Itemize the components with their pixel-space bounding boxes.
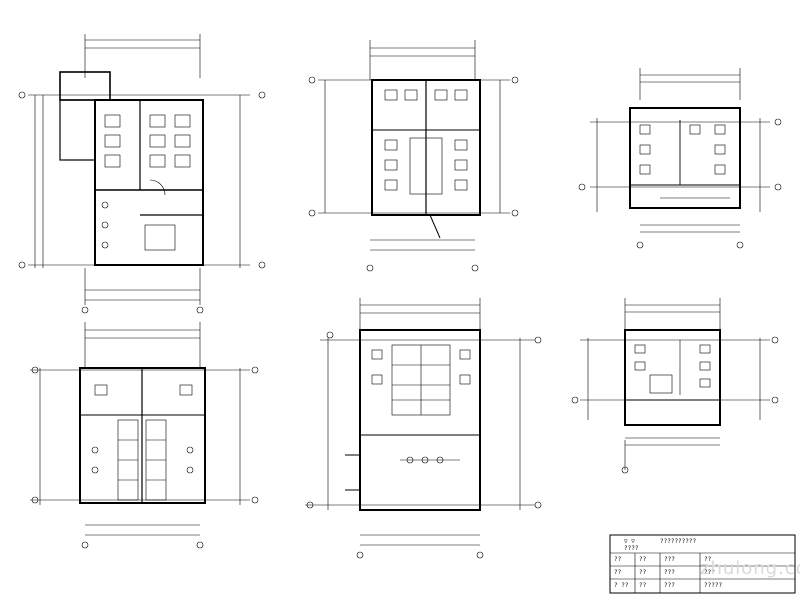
title-block-cell: ??? <box>664 569 675 576</box>
floor-plan-1 <box>18 34 266 314</box>
title-block-cell: ?? <box>639 582 647 589</box>
title-block-cell: ? ?? <box>614 582 629 589</box>
title-block-cell: ??? <box>664 582 675 589</box>
title-block <box>609 534 796 594</box>
title-block-cell: ??? <box>664 556 675 563</box>
title-block-cell: ?? <box>639 556 647 563</box>
title-block-cell: ??? <box>704 569 715 576</box>
title-block-subtitle: ???? <box>624 545 639 552</box>
title-block-cell: ?? <box>614 556 622 563</box>
title-block-project-name: ?????????? <box>660 538 697 545</box>
title-block-cell: ?? <box>614 569 622 576</box>
title-block-cell: ?? <box>639 569 647 576</box>
floor-plan-6 <box>571 298 779 474</box>
floor-plan-4 <box>30 322 259 549</box>
title-block-symbol: ▽ ▽ <box>624 538 635 545</box>
floor-plan-5 <box>305 298 542 559</box>
floor-plan-3 <box>578 68 782 249</box>
title-block-cell: ?? <box>704 556 712 563</box>
title-block-cell: ????? <box>704 582 723 589</box>
floor-plan-2 <box>308 40 519 272</box>
watermark: zhulong.com <box>700 558 800 579</box>
